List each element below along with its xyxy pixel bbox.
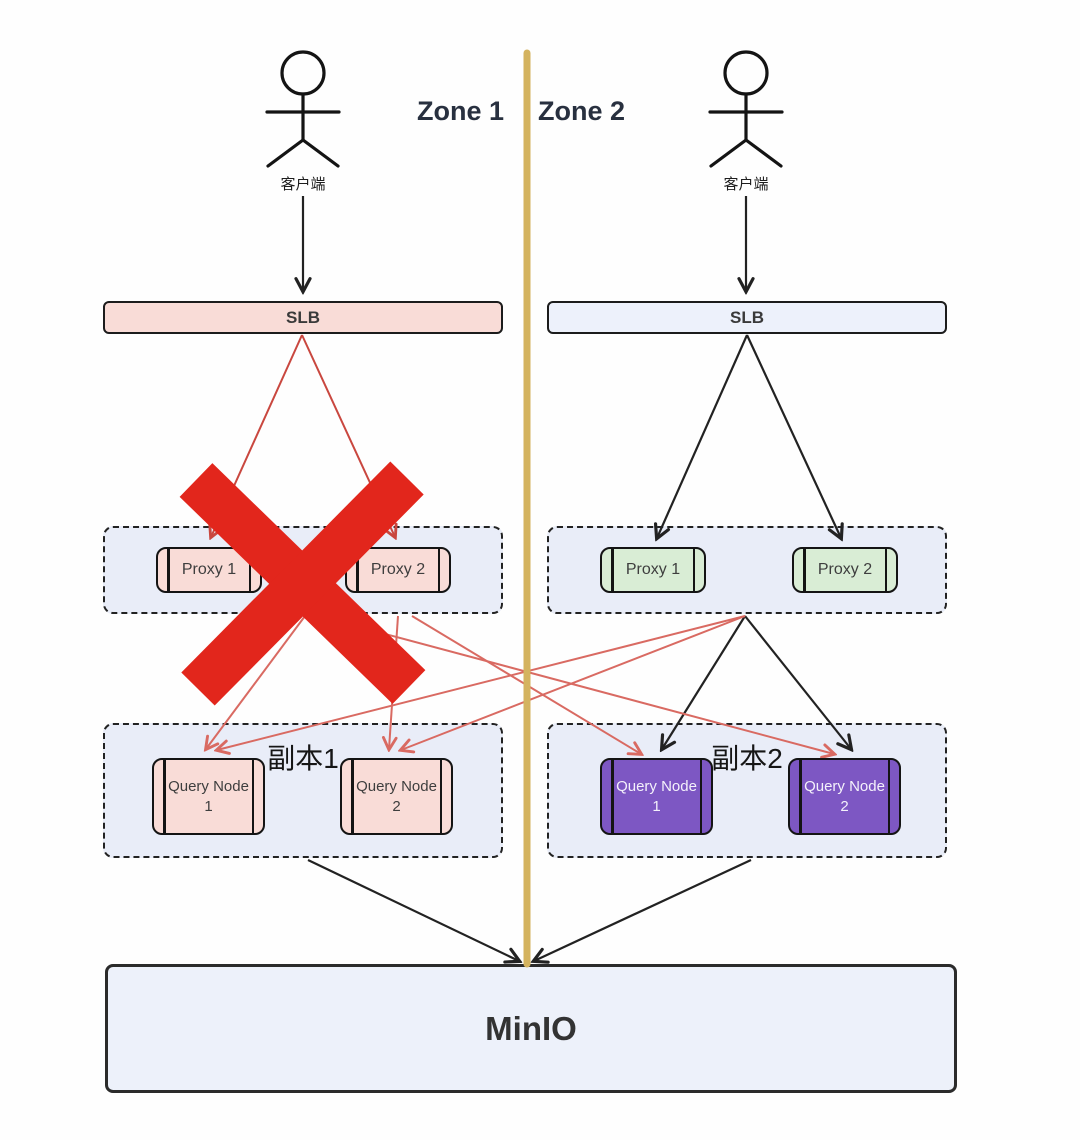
zone2-proxy1-node: Proxy 1 [600, 547, 706, 593]
node-side-bar [167, 549, 170, 591]
node-side-bar [611, 549, 614, 591]
querynode-name: Query Node [168, 778, 249, 795]
zone1-proxy2-node: Proxy 2 [345, 547, 451, 593]
zone2-label: Zone 2 [538, 96, 626, 126]
node-side-bar [803, 549, 806, 591]
zone1-querynode2: Query Node 2 [340, 758, 453, 835]
zone2-querynode2: Query Node 2 [788, 758, 901, 835]
node-side-bar [356, 549, 359, 591]
querynode-number: 2 [392, 797, 401, 815]
zone1-querynode2-label: Query Node 2 [356, 777, 437, 816]
zone1-proxy1-node: Proxy 1 [156, 547, 262, 593]
arrow-replica1-to-minio [307, 859, 519, 961]
node-side-bar [799, 760, 802, 833]
arrow-slb1-to-proxy2 [301, 334, 395, 537]
zone2-querynode1-label: Query Node 1 [616, 777, 697, 816]
zone1-client-label: 客户端 [280, 176, 326, 193]
zone2-querynode2-label: Query Node 2 [804, 777, 885, 816]
querynode-name: Query Node [804, 778, 885, 795]
zone1-querynode1: Query Node 1 [152, 758, 265, 835]
node-side-bar [887, 760, 890, 833]
querynode-number: 1 [652, 797, 661, 815]
arrow-slb2-to-proxy2 [746, 334, 841, 538]
zone1-querynode1-label: Query Node 1 [168, 777, 249, 816]
zone2-proxy2-label: Proxy 2 [817, 561, 873, 578]
zone1-label: Zone 1 [416, 96, 504, 126]
node-side-bar [251, 760, 254, 833]
zone1-proxy1-label: Proxy 1 [181, 561, 237, 578]
node-side-bar [699, 760, 702, 833]
node-side-bar [692, 549, 695, 591]
querynode-number: 1 [204, 797, 213, 815]
node-side-bar [611, 760, 614, 833]
node-side-bar [248, 549, 251, 591]
zone2-querynode1: Query Node 1 [600, 758, 713, 835]
zone2-slb: SLB [547, 301, 947, 334]
minio-storage-box: MinIO [105, 964, 957, 1093]
person-icon [265, 50, 341, 168]
querynode-number: 2 [840, 797, 849, 815]
arrow-replica2-to-minio [534, 859, 752, 961]
node-side-bar [884, 549, 887, 591]
zone1-slb: SLB [103, 301, 503, 334]
node-side-bar [351, 760, 354, 833]
zone2-proxy1-label: Proxy 1 [625, 561, 681, 578]
node-side-bar [439, 760, 442, 833]
arrow-slb1-to-proxy1 [211, 334, 303, 537]
person-icon [708, 50, 784, 168]
node-side-bar [163, 760, 166, 833]
querynode-name: Query Node [356, 778, 437, 795]
zone1-proxy2-label: Proxy 2 [370, 561, 426, 578]
node-side-bar [437, 549, 440, 591]
zone2-client-label: 客户端 [723, 176, 769, 193]
arrow-slb2-to-proxy1 [657, 334, 749, 538]
zone2-proxy2-node: Proxy 2 [792, 547, 898, 593]
querynode-name: Query Node [616, 778, 697, 795]
